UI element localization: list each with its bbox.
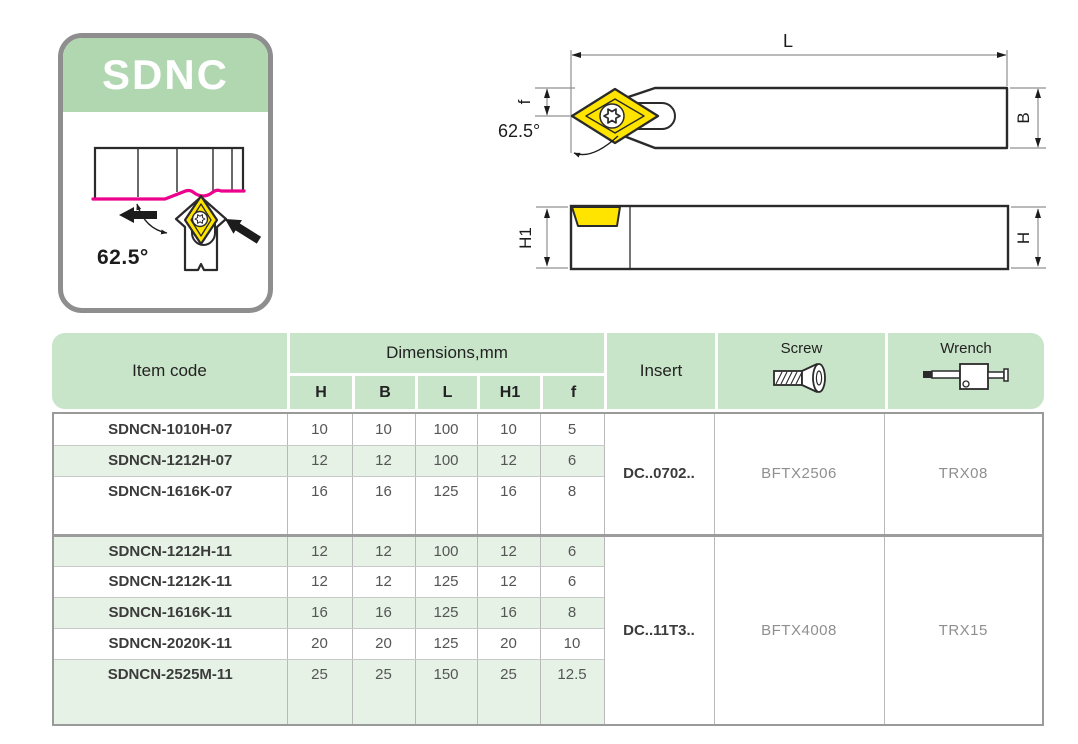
wrench-label: Wrench <box>940 340 992 357</box>
header-dim-h1: H1 <box>477 373 540 409</box>
header-item-code: Item code <box>52 333 287 409</box>
item-code-cell: SDNCN-1616K-11 <box>54 597 287 629</box>
sdnc-badge: SDNC <box>58 33 273 313</box>
header-dim-l: L <box>415 373 477 409</box>
badge-diagram: 62.5° <box>63 112 268 308</box>
filler-row <box>54 507 1042 535</box>
header-screw: Screw <box>715 333 885 409</box>
header-dim-f: f <box>540 373 604 409</box>
table-row: SDNCN-1616K-11 16 16 125 16 8 <box>54 597 1042 629</box>
height1-dim-label: H1 <box>516 227 535 249</box>
table-row: SDNCN-1212K-11 12 12 125 12 6 <box>54 566 1042 598</box>
table-row: SDNCN-2020K-11 20 20 125 20 10 <box>54 628 1042 660</box>
item-code-cell: SDNCN-1212H-07 <box>54 445 287 477</box>
feed-direction-arrow-left <box>119 207 157 223</box>
insert-cell: DC..0702.. <box>603 414 714 535</box>
insert-side-icon <box>571 206 621 227</box>
width-dim-label: B <box>1014 112 1033 123</box>
item-code-cell: SDNCN-1010H-07 <box>54 414 287 446</box>
screw-label: Screw <box>780 340 823 357</box>
screw-cell: BFTX4008 <box>713 533 884 724</box>
item-code-cell: SDNCN-2020K-11 <box>54 628 287 660</box>
workpiece-outline <box>93 146 245 198</box>
header-dim-b: B <box>352 373 415 409</box>
item-code-cell: SDNCN-1616K-07 <box>108 483 233 501</box>
item-code-cell: SDNCN-1212H-11 <box>54 533 287 567</box>
spec-table-body: SDNCN-1010H-07 10 10 100 10 5 DC..0702..… <box>52 412 1044 726</box>
header-dim-h: H <box>287 373 352 409</box>
length-dim-label: L <box>783 31 793 51</box>
badge-angle-label: 62.5° <box>97 246 149 269</box>
feed-direction-arrow-diagonal <box>225 219 262 244</box>
table-row: SDNCN-1212H-11 12 12 100 12 6 DC..11T3..… <box>54 533 1042 724</box>
item-code-cell: SDNCN-2525M-11 <box>54 659 287 690</box>
table-row: SDNCN-1616K-07 16 16 125 16 8 <box>54 476 1042 507</box>
angle-arc-top <box>573 135 619 158</box>
spec-table-header: Item code Dimensions,mm H B L H1 f Inser… <box>52 333 1044 409</box>
badge-title: SDNC <box>101 51 229 98</box>
spec-table: SDNCN-1010H-07 10 10 100 10 5 DC..0702..… <box>54 414 1042 724</box>
header-insert: Insert <box>604 333 715 409</box>
wrench-icon <box>922 362 1010 397</box>
holder-side-outline <box>569 204 1010 271</box>
wrench-cell: TRX08 <box>883 414 1042 535</box>
header-dimensions: Dimensions,mm <box>287 333 604 373</box>
angle-arc <box>136 203 168 235</box>
table-row: SDNCN-1212H-07 12 12 100 12 6 <box>54 445 1042 477</box>
offset-dim-label: f <box>515 99 534 104</box>
turning-operation-diagram-icon: 62.5° <box>91 146 262 272</box>
header-wrench: Wrench <box>885 333 1044 409</box>
item-code-cell: SDNCN-1212K-11 <box>54 566 287 598</box>
screw-cell: BFTX2506 <box>713 414 884 535</box>
filler-row <box>54 690 1042 724</box>
badge-header: SDNC <box>63 38 268 112</box>
insert-cell: DC..11T3.. <box>603 533 714 724</box>
screw-icon <box>772 362 831 399</box>
table-row: SDNCN-1010H-07 10 10 100 10 5 DC..0702..… <box>54 414 1042 535</box>
wrench-cell: TRX15 <box>883 533 1042 724</box>
height-dim-label: H <box>1014 232 1033 244</box>
angle-dim-label: 62.5° <box>498 121 540 141</box>
side-view-drawing: H1 H <box>516 204 1046 271</box>
technical-drawings: L f 62.5° B H1 H <box>498 31 1046 271</box>
table-row: SDNCN-2525M-11 25 25 150 25 12.5 <box>54 659 1042 690</box>
top-view-drawing: L f 62.5° B <box>498 31 1046 158</box>
